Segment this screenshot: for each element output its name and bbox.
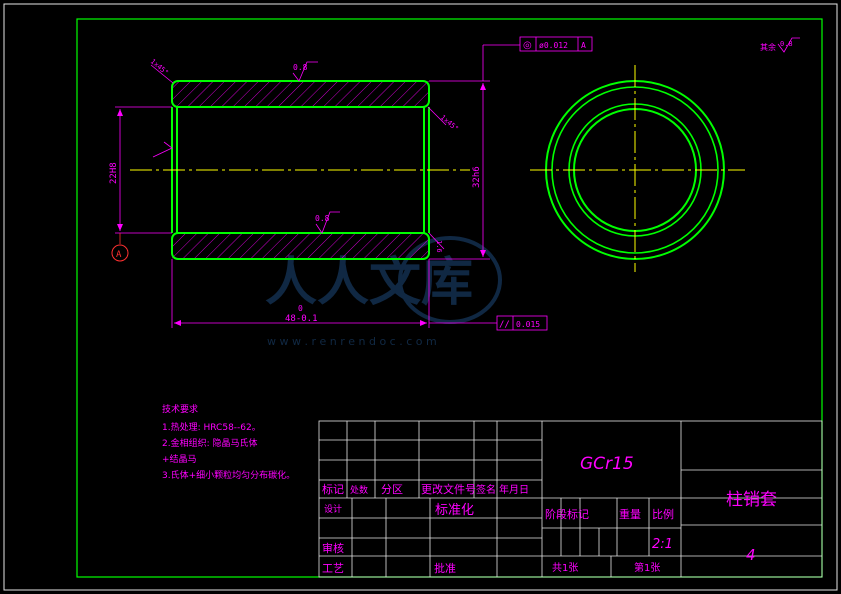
header-mark: 标记 (322, 482, 344, 496)
standardization-label: 标准化 (435, 503, 474, 518)
roughness-inner-value: 0.8 (315, 214, 330, 223)
watermark-url: w w w . r e n r e n d o c . c o m (267, 335, 437, 348)
roughness-rest-value: 0.8 (780, 40, 793, 48)
gdt-value: 0.015 (516, 320, 540, 329)
scale-value: 2:1 (652, 537, 673, 552)
material: GCr15 (580, 454, 634, 474)
approve-label: 批准 (434, 561, 456, 575)
watermark-swoosh (398, 236, 502, 324)
chamfer-leader-bottom (428, 232, 445, 250)
top-wall-hatch (172, 81, 429, 107)
side-view (530, 65, 745, 272)
dim-outer-text: 32h6 (472, 166, 482, 188)
roughness-outer-value: 0.8 (293, 63, 308, 72)
roughness-inner-symbol (315, 211, 340, 234)
sleeve-bottom-wall (171, 232, 430, 260)
datum-circle (111, 244, 129, 262)
dim-outer: 32h6 (429, 44, 520, 260)
header-count: 处数 (350, 484, 368, 496)
section-view (130, 80, 470, 260)
gdt-frame-border (519, 36, 593, 52)
tech-req-item: 3.氏体+细小颗粒均匀分布碳化。 (162, 469, 295, 481)
watermark-logo-text: 人人文库 (265, 253, 473, 313)
scale-label: 比例 (652, 507, 674, 521)
chamfer-bottom-text: 1.6 (435, 240, 443, 253)
sheet-number: 第1张 (634, 561, 660, 574)
sheet-border (3, 3, 838, 591)
title-block-border (318, 420, 823, 578)
title-block-text: 标记 处数 分区 更改文件号 签名 年月日 设计 标准化 审核 工艺 批准 阶段… (322, 454, 777, 575)
chamfer-right-text: 1x45° (439, 113, 460, 133)
chamfer-left-text: 1x45° (149, 57, 170, 77)
watermark: 人人文库 w w w . r e n r e n d o c . c o m (265, 236, 502, 348)
gdt-frame-border (496, 315, 548, 331)
datum-marker: A (111, 233, 129, 262)
roughness-symbols: 0.8 0.8 其余 0.8 (152, 37, 800, 234)
sleeve-top-wall (171, 80, 430, 108)
dim-length-tol: 0 (298, 304, 303, 313)
review-label: 审核 (322, 541, 344, 555)
datum-label: A (116, 250, 122, 260)
technical-requirements: 技术要求 1.热处理: HRC58--62。 2.金相组织: 隐晶马氏体 +结晶… (162, 403, 295, 481)
title-block (318, 420, 823, 578)
tech-req-title: 技术要求 (162, 403, 198, 415)
gdt-frame-concentricity: ◎ ø0.012 A (519, 36, 593, 52)
part-name: 柱销套 (726, 490, 777, 510)
header-sign: 签名 (476, 483, 496, 496)
roughness-rest-label: 其余 (760, 42, 776, 52)
header-date: 年月日 (499, 483, 529, 496)
gdt-frame-parallelism: // 0.015 (496, 315, 548, 331)
tech-req-item: 1.热处理: HRC58--62。 (162, 421, 261, 433)
dim-bore: 22H8 (109, 106, 172, 234)
roughness-rest-symbol (777, 37, 800, 53)
header-zone: 分区 (381, 483, 403, 496)
dim-length-text: 48-0.1 (285, 314, 318, 324)
gdt-symbol: ◎ (523, 40, 532, 51)
tech-req-item: 2.金相组织: 隐晶马氏体 (162, 437, 257, 449)
header-change-doc: 更改文件号 (421, 482, 476, 496)
bottom-wall-hatch (172, 233, 429, 259)
gdt-datum: A (581, 41, 586, 50)
tech-req-item: +结晶马 (162, 453, 197, 465)
stage-mark-label: 阶段标记 (545, 507, 589, 521)
dim-bore-text: 22H8 (109, 162, 119, 184)
process-label: 工艺 (322, 562, 344, 575)
sheets-total: 共1张 (552, 562, 578, 574)
drawing-number: 4 (746, 546, 756, 564)
gdt-symbol: // (499, 320, 510, 330)
weight-label: 重量 (619, 507, 641, 521)
dim-length: 0 48-0.1 (171, 259, 497, 328)
roughness-left-symbol (152, 141, 173, 158)
design-label: 设计 (324, 503, 342, 515)
chamfer-leader-left (150, 64, 174, 84)
gdt-value: ø0.012 (539, 41, 568, 50)
roughness-outer-symbol (292, 61, 318, 82)
chamfer-leader-right (427, 106, 447, 126)
